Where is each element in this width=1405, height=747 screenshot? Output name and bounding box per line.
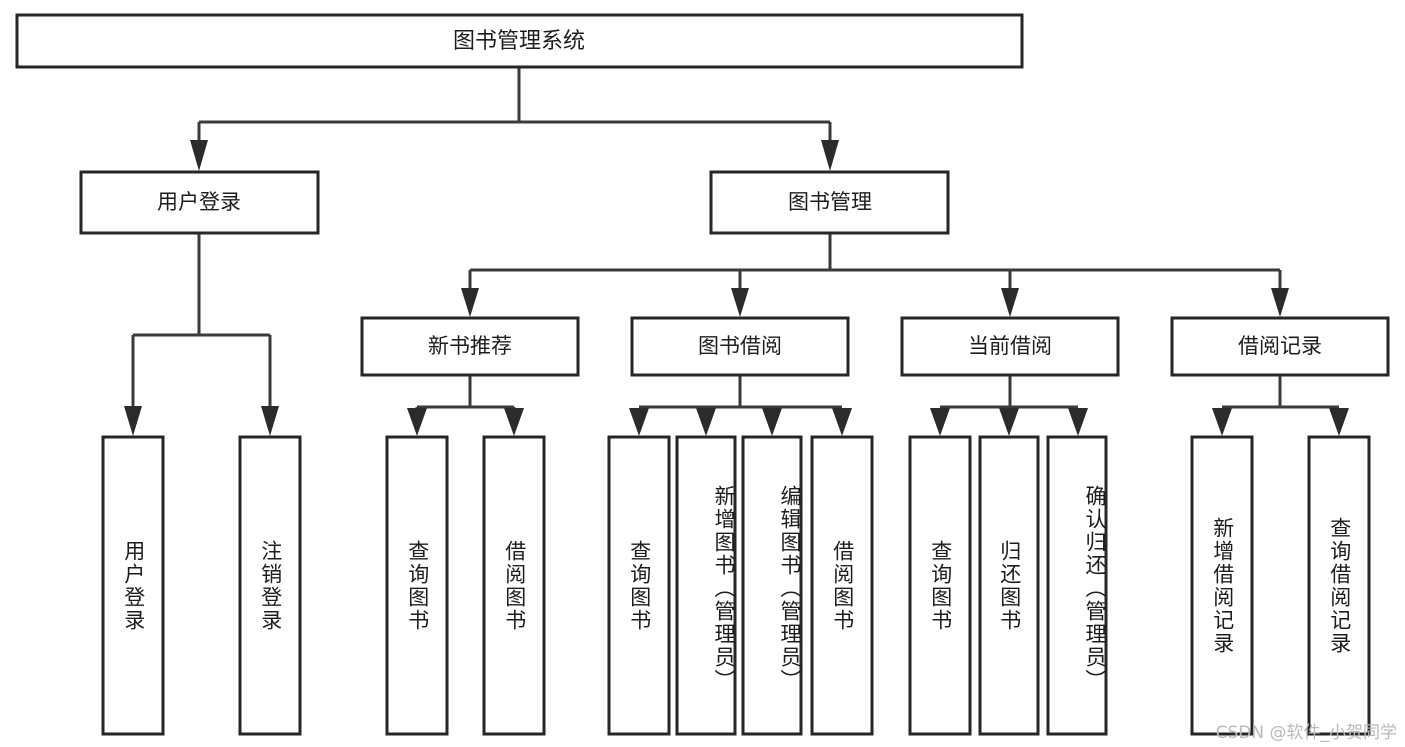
leaf-box-newbook-query[interactable] <box>385 435 449 736</box>
arrowhead-current-borrow <box>1001 288 1019 317</box>
node-book-manage-label: 图书管理 <box>788 190 872 214</box>
leaf-box-bookborrow-borrow[interactable] <box>810 435 874 736</box>
leaf-box-newbook-borrow[interactable] <box>482 435 546 736</box>
arrowhead-newbook-leaf-2 <box>504 408 524 436</box>
arrowhead-leaf-logout <box>261 406 279 436</box>
arrowhead-book-borrow <box>731 288 749 317</box>
node-new-book-label: 新书推荐 <box>428 334 512 358</box>
node-root-box[interactable] <box>15 13 1024 69</box>
leaf-box-currentborrow-return[interactable] <box>978 435 1040 736</box>
arrowhead-currentborrow-leaf-1 <box>930 408 950 436</box>
arrowhead-borrow-record <box>1271 288 1289 317</box>
arrowhead-bookborrow-leaf-3 <box>762 408 782 436</box>
arrowhead-currentborrow-leaf-2 <box>999 408 1019 436</box>
leaf-box-bookborrow-query[interactable] <box>607 435 671 736</box>
node-user-login-label: 用户登录 <box>157 190 241 214</box>
leaf-box-bookborrow-edit[interactable] <box>741 435 803 736</box>
arrowhead-bookborrow-leaf-2 <box>696 408 716 436</box>
node-layer: 图书管理系统 用户登录 图书管理 新书推荐 图书借阅 当前借阅 借阅记录 <box>15 13 1390 736</box>
arrowhead-currentborrow-leaf-3 <box>1068 408 1088 436</box>
connector-layer <box>124 67 1349 436</box>
node-book-borrow-label: 图书借阅 <box>698 334 782 358</box>
csdn-watermark: CSDN @软件_小贺同学 <box>1215 723 1397 743</box>
arrowhead-borrowrecord-leaf-2 <box>1329 408 1349 436</box>
node-user-login-box[interactable] <box>79 170 320 235</box>
leaf-box-record-add[interactable] <box>1190 435 1254 736</box>
node-borrow-record-box[interactable] <box>1170 316 1390 377</box>
leaf-box-bookborrow-add[interactable] <box>675 435 737 736</box>
arrowhead-newbook-leaf-1 <box>407 408 427 436</box>
node-current-borrow-box[interactable] <box>900 316 1120 377</box>
arrowhead-book-manage <box>821 140 839 171</box>
node-root-label: 图书管理系统 <box>453 29 585 54</box>
leaf-box-currentborrow-query[interactable] <box>908 435 972 736</box>
arrowhead-bookborrow-leaf-4 <box>832 408 852 436</box>
leaf-box-currentborrow-confirm[interactable] <box>1046 435 1108 736</box>
arrowhead-new-book <box>461 288 479 317</box>
node-book-borrow-box[interactable] <box>630 316 850 377</box>
node-new-book-box[interactable] <box>360 316 580 377</box>
arrowhead-borrowrecord-leaf-1 <box>1212 408 1232 436</box>
arrowhead-bookborrow-leaf-1 <box>629 408 649 436</box>
arrowhead-leaf-user-login <box>124 406 142 436</box>
node-current-borrow-label: 当前借阅 <box>968 334 1052 358</box>
leaf-box-user-login[interactable] <box>101 435 165 736</box>
node-book-manage-box[interactable] <box>709 170 950 235</box>
leaf-box-logout[interactable] <box>238 435 302 736</box>
leaf-box-record-query[interactable] <box>1307 435 1371 736</box>
node-borrow-record-label: 借阅记录 <box>1238 334 1322 358</box>
arrowhead-user-login <box>190 140 208 171</box>
